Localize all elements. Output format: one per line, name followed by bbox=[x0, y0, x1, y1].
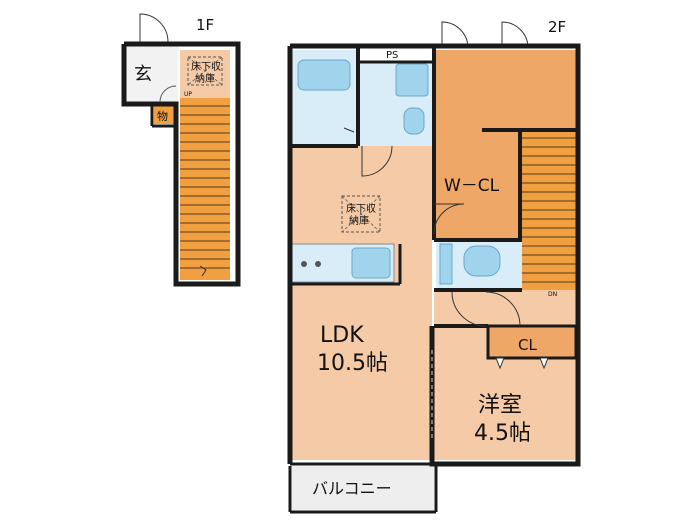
western-door bbox=[485, 291, 521, 327]
kitchen-sink bbox=[351, 247, 391, 279]
stair-treads-1f bbox=[180, 105, 230, 269]
underfloor-2f-label-2: 納庫 bbox=[349, 214, 369, 227]
ldk-floor bbox=[292, 146, 432, 460]
floor-label-1f: 1F bbox=[196, 16, 214, 34]
door-2f-top-right bbox=[501, 21, 529, 49]
toilet-sink bbox=[439, 243, 453, 285]
closet-floor bbox=[488, 326, 576, 358]
toilet-door bbox=[451, 291, 487, 327]
underfloor-hatch-1f bbox=[187, 56, 223, 86]
floor-label-2f: 2F bbox=[548, 18, 566, 36]
closet-door bbox=[433, 203, 465, 235]
walls-1f bbox=[121, 41, 241, 287]
stair-arrow-icon bbox=[199, 265, 207, 277]
stove-burner-right bbox=[315, 261, 321, 267]
western-room-label: 洋室 bbox=[478, 393, 522, 418]
walls-2f bbox=[287, 43, 581, 514]
ldk-size-label: 10.5帖 bbox=[317, 351, 388, 376]
toilet bbox=[463, 245, 501, 277]
balcony-floor bbox=[292, 466, 434, 510]
washroom-toilet bbox=[403, 107, 425, 135]
entrance-door bbox=[139, 13, 169, 43]
closet-label: CL bbox=[518, 336, 537, 354]
stove-burner-left bbox=[301, 261, 307, 267]
ps-label: PS bbox=[386, 50, 398, 61]
closet-door-marker-right bbox=[539, 357, 549, 370]
storage-closet bbox=[154, 104, 178, 124]
closet-door-marker-left bbox=[495, 357, 505, 370]
balcony-label: バルコニー bbox=[312, 479, 392, 498]
door-2f-top-left bbox=[441, 21, 469, 49]
wash-basin bbox=[395, 63, 429, 97]
second-floor: 2F PS W－CL 床下収 納庫 LDK 10.5帖 CL 洋室 4.5帖 バ… bbox=[287, 18, 581, 514]
underfloor-2f-label-1: 床下収 bbox=[346, 202, 376, 215]
washroom-door bbox=[361, 145, 393, 177]
entrance-floor bbox=[126, 46, 178, 102]
underfloor-1f-label-2: 納庫 bbox=[195, 72, 215, 85]
walk-in-closet-lower bbox=[436, 130, 520, 238]
stair-dn-label: DN bbox=[548, 291, 557, 298]
western-room-size-label: 4.5帖 bbox=[474, 421, 531, 446]
hall-floor bbox=[434, 290, 580, 326]
bathtub bbox=[297, 59, 351, 91]
walk-in-closet-upper bbox=[436, 50, 576, 130]
ldk-label: LDK bbox=[320, 323, 364, 348]
stair-1f bbox=[180, 98, 230, 280]
underfloor-hatch-2f bbox=[341, 195, 381, 233]
entrance-label: 玄 bbox=[134, 64, 152, 85]
stair-treads-2f bbox=[522, 137, 576, 283]
walk-in-closet-label: W－CL bbox=[444, 176, 500, 196]
first-floor: 1F 玄 物 床下収 納庫 UP bbox=[121, 13, 241, 287]
underfloor-1f-label-1: 床下収 bbox=[191, 60, 221, 73]
storage-label: 物 bbox=[157, 109, 168, 123]
stair-up-label: UP bbox=[184, 91, 192, 98]
